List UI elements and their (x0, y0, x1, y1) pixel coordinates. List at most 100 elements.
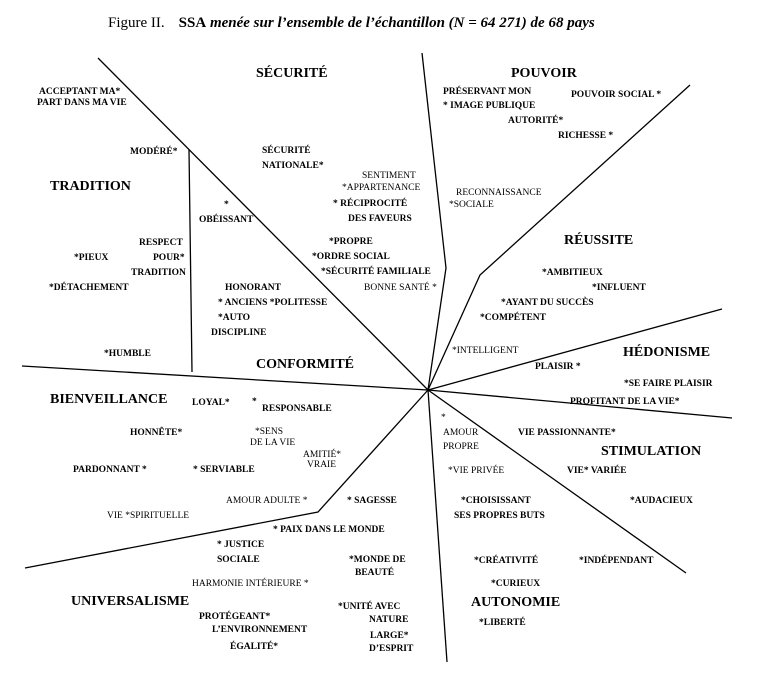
line-hedonisme-stimulation (427, 389, 733, 419)
line-stimulation-autonomie (427, 389, 687, 574)
value-egalite: ÉGALITÉ* (230, 642, 279, 652)
region-stimulation: STIMULATION (601, 444, 702, 459)
line-pouvoir-reussite (427, 84, 691, 391)
value-amour-propre: AMOUR (443, 428, 479, 438)
value-curieux: *CURIEUX (491, 579, 541, 589)
value-autorite: AUTORITÉ* (508, 116, 564, 126)
value-amour-propre-star: * (441, 413, 446, 423)
value-obeissant: OBÉISSANT (199, 215, 254, 225)
region-conformite: CONFORMITÉ (256, 357, 354, 372)
value-respect: RESPECT (139, 238, 183, 248)
line-tradition-securite (97, 57, 429, 391)
value-securite-nationale-2: NATIONALE* (262, 161, 324, 171)
value-choisissant: *CHOISISSANT (461, 496, 531, 506)
value-vie-spirituelle: VIE *SPIRITUELLE (107, 511, 190, 521)
region-autonomie: AUTONOMIE (471, 595, 561, 610)
value-amitie: AMITIÉ* (303, 450, 341, 460)
value-serviable: * SERVIABLE (193, 465, 255, 475)
value-monde-beaute-2: BEAUTÉ (355, 568, 395, 578)
region-bienveillance: BIENVEILLANCE (50, 392, 168, 407)
value-justice-2: SOCIALE (217, 555, 260, 565)
value-profitant: PROFITANT DE LA VIE* (570, 397, 680, 407)
value-amitie-2: VRAIE (307, 460, 337, 470)
region-tradition: TRADITION (50, 179, 131, 194)
value-protegeant-2: L’ENVIRONNEMENT (212, 625, 308, 635)
value-protegeant: PROTÉGEANT* (199, 612, 271, 622)
value-bonne-sante: BONNE SANTÉ * (364, 283, 437, 293)
value-respect-3: TRADITION (131, 268, 186, 278)
value-honorant-2: * ANCIENS *POLITESSE (218, 298, 328, 308)
line-tradition-conformite (188, 149, 193, 373)
value-vie-passionnante: VIE PASSIONNANTE* (518, 428, 616, 438)
value-choisissant-2: SES PROPRES BUTS (454, 511, 545, 521)
value-honorant: HONORANT (225, 283, 281, 293)
value-responsable: RESPONSABLE (262, 404, 332, 414)
line-autonomie-universalisme (427, 389, 448, 663)
figure-label: Figure II. (108, 15, 165, 31)
value-ordre-social: *ORDRE SOCIAL (312, 252, 390, 262)
value-harmonie: HARMONIE INTÉRIEURE * (192, 579, 309, 589)
value-paix: * PAIX DANS LE MONDE (273, 525, 385, 535)
value-audacieux: *AUDACIEUX (630, 496, 693, 506)
region-hedonisme: HÉDONISME (623, 345, 711, 360)
value-amour-adulte: AMOUR ADULTE * (226, 496, 308, 506)
value-modere: MODÉRÉ* (130, 147, 178, 157)
value-sentiment: SENTIMENT (362, 171, 416, 181)
value-pieux: *PIEUX (74, 253, 109, 263)
line-securite-pouvoir (421, 52, 447, 391)
value-humble: *HUMBLE (104, 349, 151, 359)
value-reciprocite: * RÉCIPROCITÉ (333, 199, 408, 209)
value-reconnaissance-2: *SOCIALE (449, 200, 494, 210)
region-universalisme: UNIVERSALISME (71, 594, 190, 609)
value-responsable-star: * (252, 397, 257, 407)
value-richesse: RICHESSE * (558, 131, 614, 141)
value-honnete: HONNÊTE* (130, 428, 183, 438)
value-intelligent: *INTELLIGENT (452, 346, 519, 356)
value-sagesse: * SAGESSE (347, 496, 397, 506)
value-large: LARGE* (370, 631, 409, 641)
value-se-faire-plaisir: *SE FAIRE PLAISIR (624, 379, 713, 389)
value-reciprocite-2: DES FAVEURS (348, 214, 412, 224)
value-unite-2: NATURE (369, 615, 409, 625)
value-plaisir: PLAISIR * (535, 362, 581, 372)
line-reussite-hedonisme (427, 308, 723, 391)
value-loyal: LOYAL* (192, 398, 230, 408)
value-competent: *COMPÉTENT (480, 313, 546, 323)
value-justice: * JUSTICE (217, 540, 265, 550)
value-securite-familiale: *SÉCURITÉ FAMILIALE (321, 267, 431, 277)
value-liberte: *LIBERTÉ (479, 618, 526, 628)
value-propre: *PROPRE (329, 237, 373, 247)
value-unite: *UNITÉ AVEC (338, 602, 401, 612)
value-preservant: PRÉSERVANT MON (443, 87, 532, 97)
value-ambitieux: *AMBITIEUX (542, 268, 603, 278)
value-pardonnant: PARDONNANT * (73, 465, 147, 475)
line-universalisme-bienveillance (24, 389, 429, 569)
value-vie-variee: VIE* VARIÉE (567, 466, 627, 476)
figure-title-text: menée sur l’ensemble de l’échantillon (N… (206, 15, 595, 31)
value-detachement: *DÉTACHEMENT (49, 283, 129, 293)
value-reconnaissance: RECONNAISSANCE (456, 188, 542, 198)
value-sentiment-2: *APPARTENANCE (342, 183, 421, 193)
value-respect-2: POUR* (153, 253, 185, 263)
value-large-2: D’ESPRIT (369, 644, 414, 654)
value-sens-2: DE LA VIE (250, 438, 296, 448)
value-independant: *INDÉPENDANT (579, 556, 654, 566)
value-acceptant-2: PART DANS MA VIE (37, 98, 127, 108)
value-pouvoir-social: POUVOIR SOCIAL * (571, 90, 662, 100)
region-reussite: RÉUSSITE (564, 233, 634, 248)
line-conformite-bienveillance (21, 365, 429, 391)
figure-title: Figure II. SSA menée sur l’ensemble de l’… (108, 15, 595, 32)
value-vie-privee: *VIE PRIVÉE (448, 466, 505, 476)
region-securite: SÉCURITÉ (256, 66, 328, 81)
value-amour-propre-2: PROPRE (443, 442, 479, 452)
value-auto-2: DISCIPLINE (211, 328, 267, 338)
figure-ssa: SSA (178, 15, 207, 31)
value-auto: *AUTO (218, 313, 251, 323)
value-obeissant-star: * (224, 200, 229, 210)
value-preservant-2: * IMAGE PUBLIQUE (443, 101, 536, 111)
value-creativite: *CRÉATIVITÉ (474, 556, 539, 566)
value-acceptant: ACCEPTANT MA* (39, 87, 121, 97)
value-monde-beaute: *MONDE DE (349, 555, 406, 565)
value-sens: *SENS (255, 427, 283, 437)
